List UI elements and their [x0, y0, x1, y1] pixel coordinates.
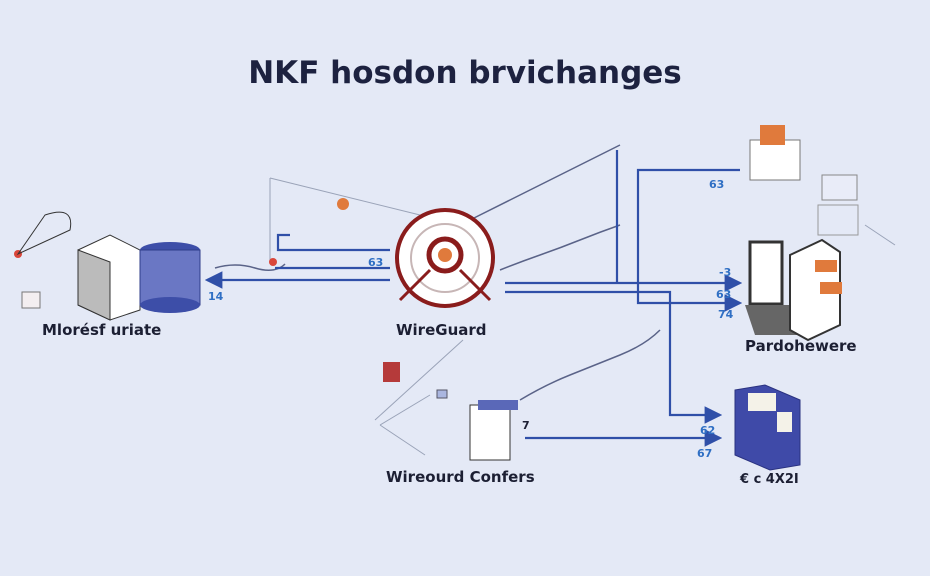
- wireguard-gear-icon: [395, 208, 495, 308]
- node-label-right: Pardohewere: [745, 337, 857, 355]
- red-dot-icon: [269, 258, 277, 266]
- node-label-center: WireGuard: [396, 321, 487, 339]
- node-label-bottom-right: € c 4X2I: [740, 472, 799, 487]
- top-right-device-icon: [749, 125, 859, 236]
- edge-label: 63: [709, 178, 725, 191]
- flow-arrows: [204, 150, 743, 447]
- laptop-server-icon: [745, 238, 842, 342]
- edge-label: 67: [697, 447, 713, 460]
- config-files-icon: [469, 400, 518, 461]
- node-label-bottom: Wireourd Confers: [386, 468, 535, 486]
- node-label-left: Mlorésf uriate: [42, 321, 162, 339]
- orange-dot-icon: [337, 198, 349, 210]
- edge-label: 63: [716, 288, 732, 301]
- edge-label: 14: [208, 290, 224, 303]
- thin-connectors: [269, 177, 896, 456]
- red-tag-icon: [383, 362, 400, 382]
- edge-label: 62: [700, 424, 716, 437]
- edge-label: 74: [718, 308, 734, 321]
- diagram-title: NKF hosdon brvichanges: [248, 55, 682, 91]
- small-card-icon: [436, 389, 448, 399]
- left-node-icon: [14, 211, 201, 321]
- edge-label: 7: [522, 419, 530, 432]
- edge-label: -3: [719, 266, 732, 279]
- storage-device-icon: [734, 384, 801, 471]
- edge-label: 63: [368, 256, 384, 269]
